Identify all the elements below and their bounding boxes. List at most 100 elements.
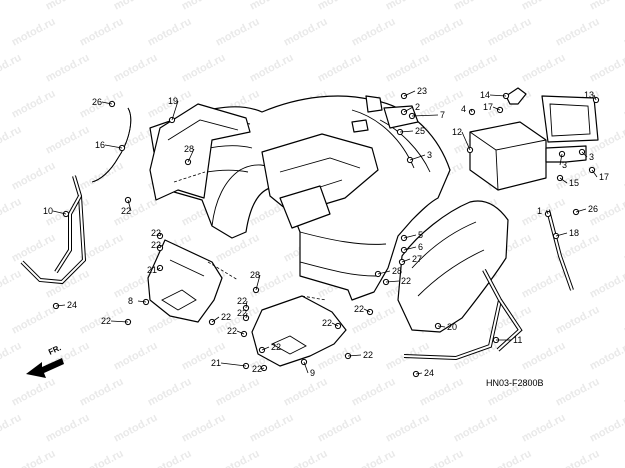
callout-number: 10 xyxy=(43,206,53,216)
leader-line xyxy=(331,322,339,327)
leader-line xyxy=(377,270,391,275)
callout-number: 6 xyxy=(418,242,423,252)
watermark-text: motod.ru xyxy=(44,412,92,445)
watermark-text: motod.ru xyxy=(384,412,432,445)
watermark-text: motod.ru xyxy=(316,0,364,13)
leader-line xyxy=(437,325,446,328)
callout-number: 22 xyxy=(363,350,373,360)
watermark-text: motod.ru xyxy=(554,376,602,409)
watermark-text: motod.ru xyxy=(214,16,262,49)
callout-number: 28 xyxy=(250,270,260,280)
inner-fender-rear xyxy=(251,295,347,367)
watermark-text: motod.ru xyxy=(44,0,92,13)
leader-line xyxy=(171,100,179,121)
leader-line xyxy=(555,232,568,237)
callout-number: 9 xyxy=(310,368,315,378)
leader-line xyxy=(236,330,245,335)
leader-line xyxy=(399,130,414,133)
watermark-text: motod.ru xyxy=(520,0,568,13)
watermark-text: motod.ru xyxy=(350,376,398,409)
leader-line xyxy=(159,244,162,249)
watermark-text: motod.ru xyxy=(520,268,568,301)
diagram-code: HN03-F2800B xyxy=(486,378,544,388)
watermark-text: motod.ru xyxy=(10,88,58,121)
watermark-text: motod.ru xyxy=(350,16,398,49)
watermark-text: motod.ru xyxy=(112,196,160,229)
callout-number: 11 xyxy=(513,335,522,345)
watermark-text: motod.ru xyxy=(384,0,432,13)
callout-number: 17 xyxy=(483,102,493,112)
callout-number: 13 xyxy=(584,90,594,100)
callout-number: 19 xyxy=(168,96,178,106)
watermark-text: motod.ru xyxy=(214,232,262,265)
leader-line xyxy=(245,312,248,319)
callout-number: 22 xyxy=(151,240,161,250)
watermark-text: motod.ru xyxy=(418,376,466,409)
leader-line xyxy=(187,148,195,163)
watermark-text: motod.ru xyxy=(78,160,126,193)
watermark-text: motod.ru xyxy=(486,448,534,468)
watermark-text: motod.ru xyxy=(282,376,330,409)
leader-line xyxy=(255,274,261,291)
callout-number: 24 xyxy=(67,300,77,310)
callout-number: 5 xyxy=(418,230,423,240)
watermark-text: motod.ru xyxy=(10,448,58,468)
callout-number: 22 xyxy=(322,318,332,328)
watermark-text: motod.ru xyxy=(520,196,568,229)
leader-line xyxy=(347,354,362,357)
watermark-text: motod.ru xyxy=(0,0,24,13)
leader-line xyxy=(492,106,501,111)
watermark-text: motod.ru xyxy=(0,412,24,445)
leader-line xyxy=(303,361,309,374)
leader-line xyxy=(415,372,423,375)
cover-plate xyxy=(383,105,419,129)
side-bar xyxy=(20,175,87,285)
stay-rod xyxy=(546,209,574,291)
callout-number: 14 xyxy=(480,90,490,100)
watermark-text: motod.ru xyxy=(520,52,568,85)
callout-number: 4 xyxy=(461,104,466,114)
watermark-text: motod.ru xyxy=(384,52,432,85)
watermark-text: motod.ru xyxy=(554,16,602,49)
watermark-text: motod.ru xyxy=(78,376,126,409)
callout-number: 22 xyxy=(227,326,237,336)
left-mudguard xyxy=(149,103,251,201)
leader-line xyxy=(401,258,411,263)
fastener-mark xyxy=(252,286,260,294)
watermark-text: motod.ru xyxy=(0,196,24,229)
watermark-text: motod.ru xyxy=(146,376,194,409)
watermark-text: motod.ru xyxy=(588,268,625,301)
callout-number: 27 xyxy=(412,254,422,264)
watermark-text: motod.ru xyxy=(44,124,92,157)
watermark-text: motod.ru xyxy=(44,268,92,301)
watermark-text: motod.ru xyxy=(248,0,296,13)
callout-number: 21 xyxy=(211,358,221,368)
callout-number: 22 xyxy=(271,342,281,352)
watermark-text: motod.ru xyxy=(10,160,58,193)
leader-line xyxy=(156,267,161,271)
fender-extension xyxy=(397,200,509,333)
callout-number: 2 xyxy=(415,102,420,112)
watermark-text: motod.ru xyxy=(146,16,194,49)
watermark-text: motod.ru xyxy=(588,52,625,85)
leader-line xyxy=(403,234,417,239)
watermark-text: motod.ru xyxy=(0,124,24,157)
callout-number: 26 xyxy=(92,97,102,107)
leader-line xyxy=(593,94,597,101)
watermark-text: motod.ru xyxy=(112,0,160,13)
watermark-text: motod.ru xyxy=(0,340,24,373)
watermark-text: motod.ru xyxy=(10,376,58,409)
callout-number: 18 xyxy=(569,228,579,238)
watermark-text: motod.ru xyxy=(520,412,568,445)
callout-number: 8 xyxy=(128,296,133,306)
leader-line xyxy=(52,210,67,215)
leader-line xyxy=(55,304,66,307)
leader-line xyxy=(581,151,588,158)
callout-number: 3 xyxy=(427,150,432,160)
callout-number: 12 xyxy=(452,127,462,137)
callout-number: 22 xyxy=(237,308,247,318)
watermark-text: motod.ru xyxy=(452,52,500,85)
leader-line xyxy=(461,131,471,151)
watermark-text: motod.ru xyxy=(588,412,625,445)
